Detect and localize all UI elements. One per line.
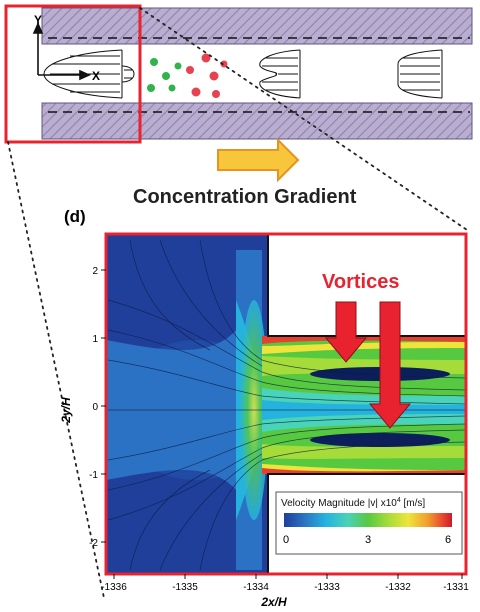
x-tick-label: -1335 [172,582,198,593]
axis-x-label: X [92,69,100,83]
x-tick-label: -1336 [101,582,127,593]
vortices-label: Vortices [322,271,399,293]
panel-label: (d) [64,207,86,226]
y-axis [101,269,106,543]
axis-glyph [32,22,91,81]
x-tick-label: -1334 [243,582,269,593]
x-tick-label: -1331 [443,582,469,593]
colorbar-legend: Velocity Magnitude |v| x104 [m/s] 0 3 6 [275,491,463,555]
x-tick-label: -1333 [314,582,340,593]
colorbar-title: Velocity Magnitude |v| x104 [m/s] [281,497,425,509]
channel-schematic: Y X [4,4,473,208]
colorbar-tick-3: 3 [365,534,371,546]
concentration-gradient-arrow [217,137,300,183]
colorbar-tick-6: 6 [445,534,451,546]
plot-frame [104,232,468,576]
colorbar-gradient [284,513,452,527]
contour-plot [104,232,468,576]
y-axis-label: 2y/H [59,397,73,424]
y-tick-label: 2 [92,266,98,277]
zoom-highlight-box [4,4,142,144]
vortex-arrow-left [324,301,368,363]
upper-channel-wall [41,7,473,45]
red-particles [186,53,228,98]
velocity-profile-2 [259,49,301,99]
lower-channel-wall [41,102,473,140]
velocity-profile-3 [397,49,443,99]
velocity-profile-1 [43,49,135,99]
upper-step-wall [268,234,466,336]
y-tick-label: 1 [92,334,98,345]
y-tick-label: -2 [89,538,98,549]
green-particles [147,58,182,92]
x-axis-label: 2x/H [260,595,287,609]
vortex-arrow-right [368,301,412,429]
zoom-connector-lines [7,7,471,599]
x-tick-label: -1332 [385,582,411,593]
colorbar-tick-0: 0 [283,534,289,546]
y-tick-label: -1 [89,470,98,481]
axis-y-label: Y [34,13,42,27]
y-tick-label: 0 [92,402,98,413]
concentration-gradient-label: Concentration Gradient [133,186,357,208]
x-axis [113,574,463,579]
